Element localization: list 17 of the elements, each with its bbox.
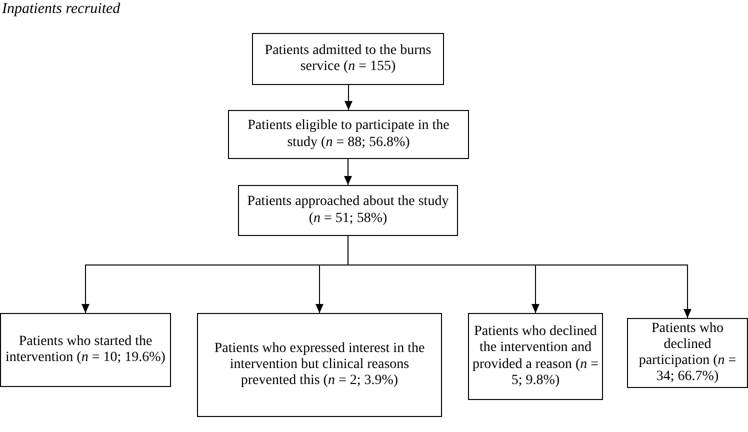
process-box (0, 313, 171, 387)
box-text: Patients admitted to the burns service (n = 155) (264, 42, 432, 76)
box-text: Patients who declined the intervention and provided a reason (n = 5; 9.8%) (472, 324, 599, 389)
box-text: Patients who declined participation (n = 34; 66.7%) (638, 320, 738, 386)
box-text: Patients approached about the study (n = 51; 58%) (246, 194, 450, 227)
process-box (238, 185, 458, 236)
process-box (468, 313, 603, 400)
process-box (197, 313, 442, 417)
process-box (228, 110, 469, 159)
box-text: Patients who started the intervention (n = 10; 19.6%) (4, 334, 166, 366)
box-text: Patients who expressed interest in the intervention but clinical reasons prevented this (n = 2; 3.9%) (213, 340, 426, 390)
diagram-title: Inpatients recruited (2, 1, 120, 18)
process-box (252, 33, 444, 85)
arrow (344, 84, 352, 110)
process-box (627, 318, 748, 388)
box-text: Patients eligible to participate in the study (n = 88; 56.8%) (246, 118, 450, 151)
arrow (344, 158, 352, 186)
